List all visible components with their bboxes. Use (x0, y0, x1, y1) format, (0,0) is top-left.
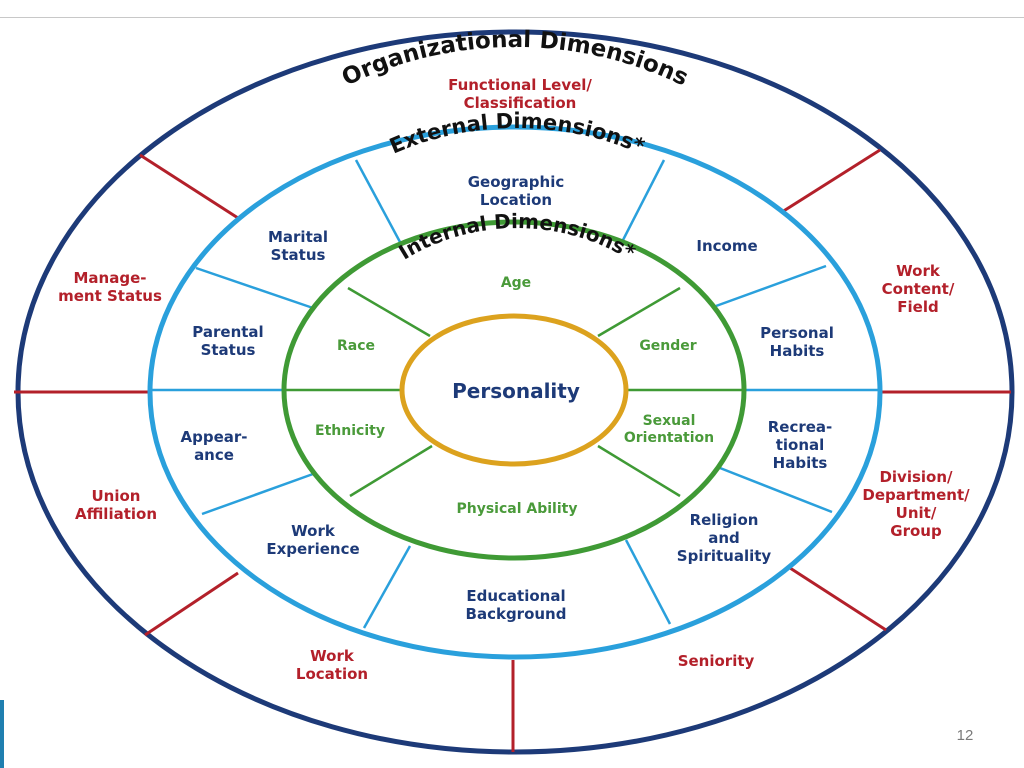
label-line: Manage- (74, 269, 147, 287)
label-line: Functional Level/ (448, 76, 592, 94)
external-dividers (152, 159, 878, 629)
label-line: Group (890, 522, 942, 540)
label-gender: Gender (639, 338, 696, 354)
label-line: Educational (466, 587, 565, 605)
label-line: Experience (266, 540, 359, 558)
ext-divider (354, 159, 402, 243)
label-age: Age (501, 275, 531, 291)
label-line: Location (296, 665, 368, 683)
ext-divider (715, 264, 827, 308)
label-line: Work (896, 262, 941, 280)
org-divider (144, 571, 239, 637)
label-line: Orientation (624, 430, 714, 446)
ext-divider (620, 159, 666, 243)
personality-core (399, 313, 629, 467)
int-divider (597, 286, 681, 338)
label-line: Seniority (678, 652, 755, 670)
organizational-dividers (14, 148, 1011, 752)
label-line: Age (501, 275, 531, 291)
label-line: Background (466, 605, 567, 623)
label-line: Geographic (468, 173, 565, 191)
ext-divider (362, 545, 412, 629)
label-line: Habits (773, 454, 828, 472)
label-seniority: Seniority (678, 652, 755, 670)
slide-left-accent (0, 700, 4, 768)
int-divider (597, 444, 681, 498)
internal-dividers (286, 286, 742, 498)
label-line: Department/ (862, 486, 970, 504)
label-race: Race (337, 338, 375, 354)
label-line: Location (480, 191, 552, 209)
label-line: and (708, 529, 740, 547)
label-line: Status (271, 246, 326, 264)
label-division: Division/Department/Unit/Group (862, 468, 970, 540)
page-number: 12 (956, 727, 974, 744)
label-line: tional (776, 436, 825, 454)
label-line: Habits (770, 342, 825, 360)
label-line: Status (201, 341, 256, 359)
label-line: Parental (192, 323, 263, 341)
label-line: Classification (464, 94, 577, 112)
label-line: Division/ (879, 468, 953, 486)
label-line: Spirituality (677, 547, 772, 565)
label-line: Religion (690, 511, 759, 529)
int-divider (349, 444, 433, 498)
label-line: Work (310, 647, 355, 665)
label-line: Income (696, 237, 757, 255)
label-line: Personal (760, 324, 834, 342)
label-line: Appear- (180, 428, 247, 446)
ext-divider (719, 466, 833, 514)
label-line: Physical Ability (457, 501, 578, 517)
label-line: Union (92, 487, 141, 505)
org-divider (789, 566, 887, 632)
label-line: Gender (639, 338, 696, 354)
label-line: Ethnicity (315, 423, 385, 439)
label-line: Race (337, 338, 375, 354)
label-physical-ability: Physical Ability (457, 501, 578, 517)
label-line: Unit/ (896, 504, 937, 522)
label-line: ment Status (58, 287, 162, 305)
label-line: Recrea- (768, 418, 833, 436)
ext-divider (195, 266, 314, 310)
label-ethnicity: Ethnicity (315, 423, 385, 439)
label-line: Sexual (643, 413, 696, 429)
label-income: Income (696, 237, 757, 255)
label-line: Work (291, 522, 336, 540)
org-divider (781, 148, 881, 214)
label-management-status: Manage-ment Status (58, 269, 162, 305)
int-divider (347, 286, 431, 338)
label-functional-level: Functional Level/Classification (448, 76, 592, 112)
label-line: Field (897, 298, 938, 316)
org-divider (139, 153, 239, 220)
slide-top-rule (0, 17, 1024, 18)
label-personality: Personality (452, 379, 580, 403)
ext-divider (624, 539, 672, 625)
ext-divider (201, 472, 314, 516)
label-line: Content/ (882, 280, 955, 298)
label-line: ance (194, 446, 234, 464)
label-appearance: Appear-ance (180, 428, 247, 464)
label-line: Marital (268, 228, 328, 246)
label-line: Affiliation (75, 505, 157, 523)
